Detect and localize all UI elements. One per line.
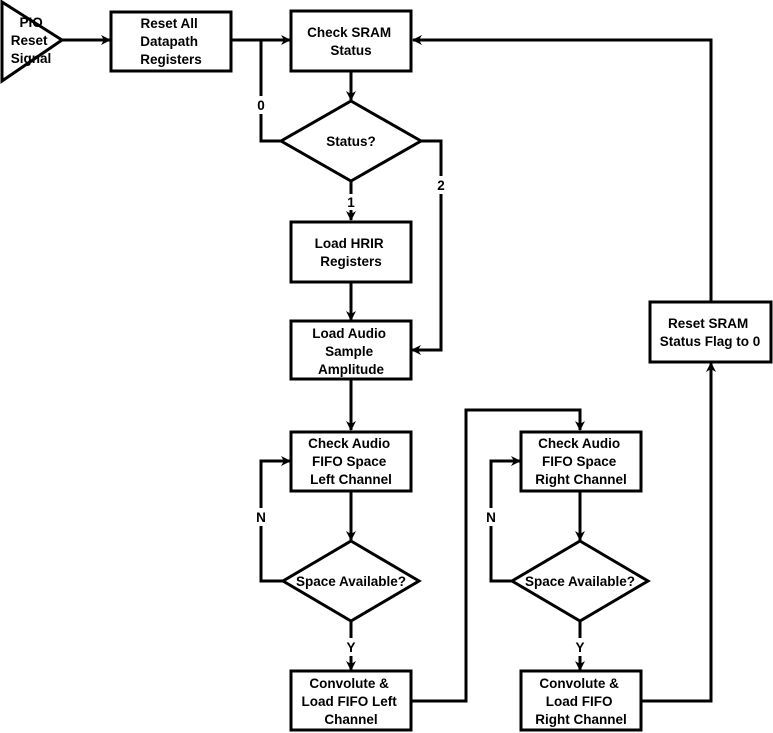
svg-text:Convolute & Load FIFO: Convolute & Load FIFO Right Channel xyxy=(535,676,627,727)
label-left-no: N xyxy=(256,510,266,525)
convolute-load-fifo-right-box: Convolute & Load FIFO Right Channel xyxy=(519,669,643,732)
edge-reset-sram-to-check-sram xyxy=(412,35,713,301)
svg-text:Load HRIR Registers: Load HRIR Registers xyxy=(315,236,388,269)
svg-text:Reset All Datapath: Reset All Datapath Registers xyxy=(140,16,202,67)
status-decision: Status? xyxy=(277,99,425,183)
edge-status-2-to-load-audio xyxy=(411,139,443,355)
reset-sram-status-flag-box: Reset SRAM Status Flag to 0 xyxy=(648,300,773,364)
pio-reset-signal: PIO Reset Signal xyxy=(0,0,65,84)
svg-text:Reset SRAM Status Flag t: Reset SRAM Status Flag to 0 xyxy=(660,316,761,349)
reset-all-datapath-registers-box: Reset All Datapath Registers xyxy=(109,10,233,73)
svg-text:PIO Reset Signal: PIO Reset Signal xyxy=(11,15,52,66)
check-fifo-right-box: Check Audio FIFO Space Right Channel xyxy=(519,430,643,493)
svg-text:Space Available?: Space Available? xyxy=(296,574,406,589)
label-right-no: N xyxy=(486,510,496,525)
label-left-yes: Y xyxy=(346,640,355,655)
edge-conv-left-to-check-right xyxy=(412,408,585,703)
pio-line-2: Reset xyxy=(11,33,48,48)
svg-text:Status?: Status? xyxy=(326,134,376,149)
svg-text:Check Audio FIFO Space: Check Audio FIFO Space Right Channel xyxy=(535,436,627,487)
svg-text:Check SRAM Status: Check SRAM Status xyxy=(307,25,395,58)
svg-text:Load Audio Sample: Load Audio Sample Amplitude xyxy=(312,326,390,377)
load-audio-sample-amplitude-box: Load Audio Sample Amplitude xyxy=(289,319,413,381)
load-hrir-registers-box: Load HRIR Registers xyxy=(289,220,413,284)
pio-line-1: PIO xyxy=(19,15,42,30)
space-available-right-decision: Space Available? xyxy=(509,539,651,623)
label-status-1: 1 xyxy=(347,195,355,210)
edge-labels: 0 1 2 N Y N Y xyxy=(252,96,589,656)
label-right-yes: Y xyxy=(575,640,584,655)
edge-conv-right-to-reset-sram xyxy=(642,362,716,703)
check-sram-status-box: Check SRAM Status xyxy=(289,9,413,73)
check-fifo-left-box: Check Audio FIFO Space Left Channel xyxy=(289,430,413,493)
svg-text:Convolute & Load FIFO Le: Convolute & Load FIFO Left Channel xyxy=(301,676,400,727)
space-available-left-decision: Space Available? xyxy=(280,539,422,623)
label-status-0: 0 xyxy=(257,98,265,113)
pio-line-3: Signal xyxy=(11,51,52,66)
label-status-2: 2 xyxy=(437,178,445,193)
edge-status-0-loop xyxy=(259,40,281,143)
svg-text:Space Available?: Space Available? xyxy=(525,574,635,589)
svg-text:Check Audio FIFO Space: Check Audio FIFO Space Left Channel xyxy=(308,436,394,487)
convolute-load-fifo-left-box: Convolute & Load FIFO Left Channel xyxy=(289,669,413,732)
